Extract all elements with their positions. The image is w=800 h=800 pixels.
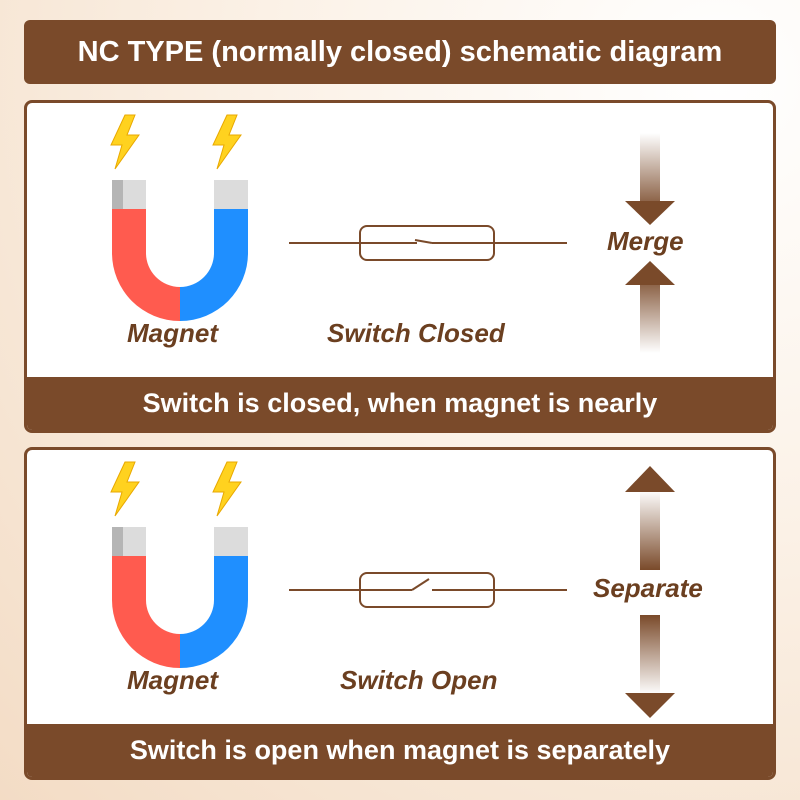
panel-2-artwork: [110, 461, 675, 718]
switch-state-label: Switch Closed: [327, 318, 505, 348]
magnet-icon: [112, 527, 248, 668]
panel-caption: Switch is closed, when magnet is nearly: [27, 377, 773, 430]
action-label: Merge: [607, 226, 684, 256]
lightning-icon: [110, 114, 140, 170]
arrow-down-icon: [625, 615, 675, 718]
panel-switch-open: Magnet Switch Open Separate Switch is op…: [24, 447, 776, 780]
switch-state-label: Switch Open: [340, 665, 498, 695]
reed-switch-icon: [289, 225, 567, 261]
diagram-title: NC TYPE (normally closed) schematic diag…: [24, 20, 776, 84]
arrow-up-icon: [625, 261, 675, 353]
panel-1-artwork: [110, 114, 675, 353]
action-label: Separate: [593, 573, 703, 603]
magnet-label: Magnet: [127, 318, 218, 348]
magnet-label: Magnet: [127, 665, 218, 695]
arrow-down-icon: [625, 133, 675, 225]
lightning-icon: [212, 114, 242, 170]
reed-switch-icon: [289, 572, 567, 608]
magnet-icon: [112, 180, 248, 321]
arrow-up-icon: [625, 466, 675, 570]
panel-caption: Switch is open when magnet is separately: [27, 724, 773, 777]
lightning-icon: [212, 461, 242, 517]
lightning-icon: [110, 461, 140, 517]
panel-switch-closed: Magnet Switch Closed Merge Switch is clo…: [24, 100, 776, 433]
